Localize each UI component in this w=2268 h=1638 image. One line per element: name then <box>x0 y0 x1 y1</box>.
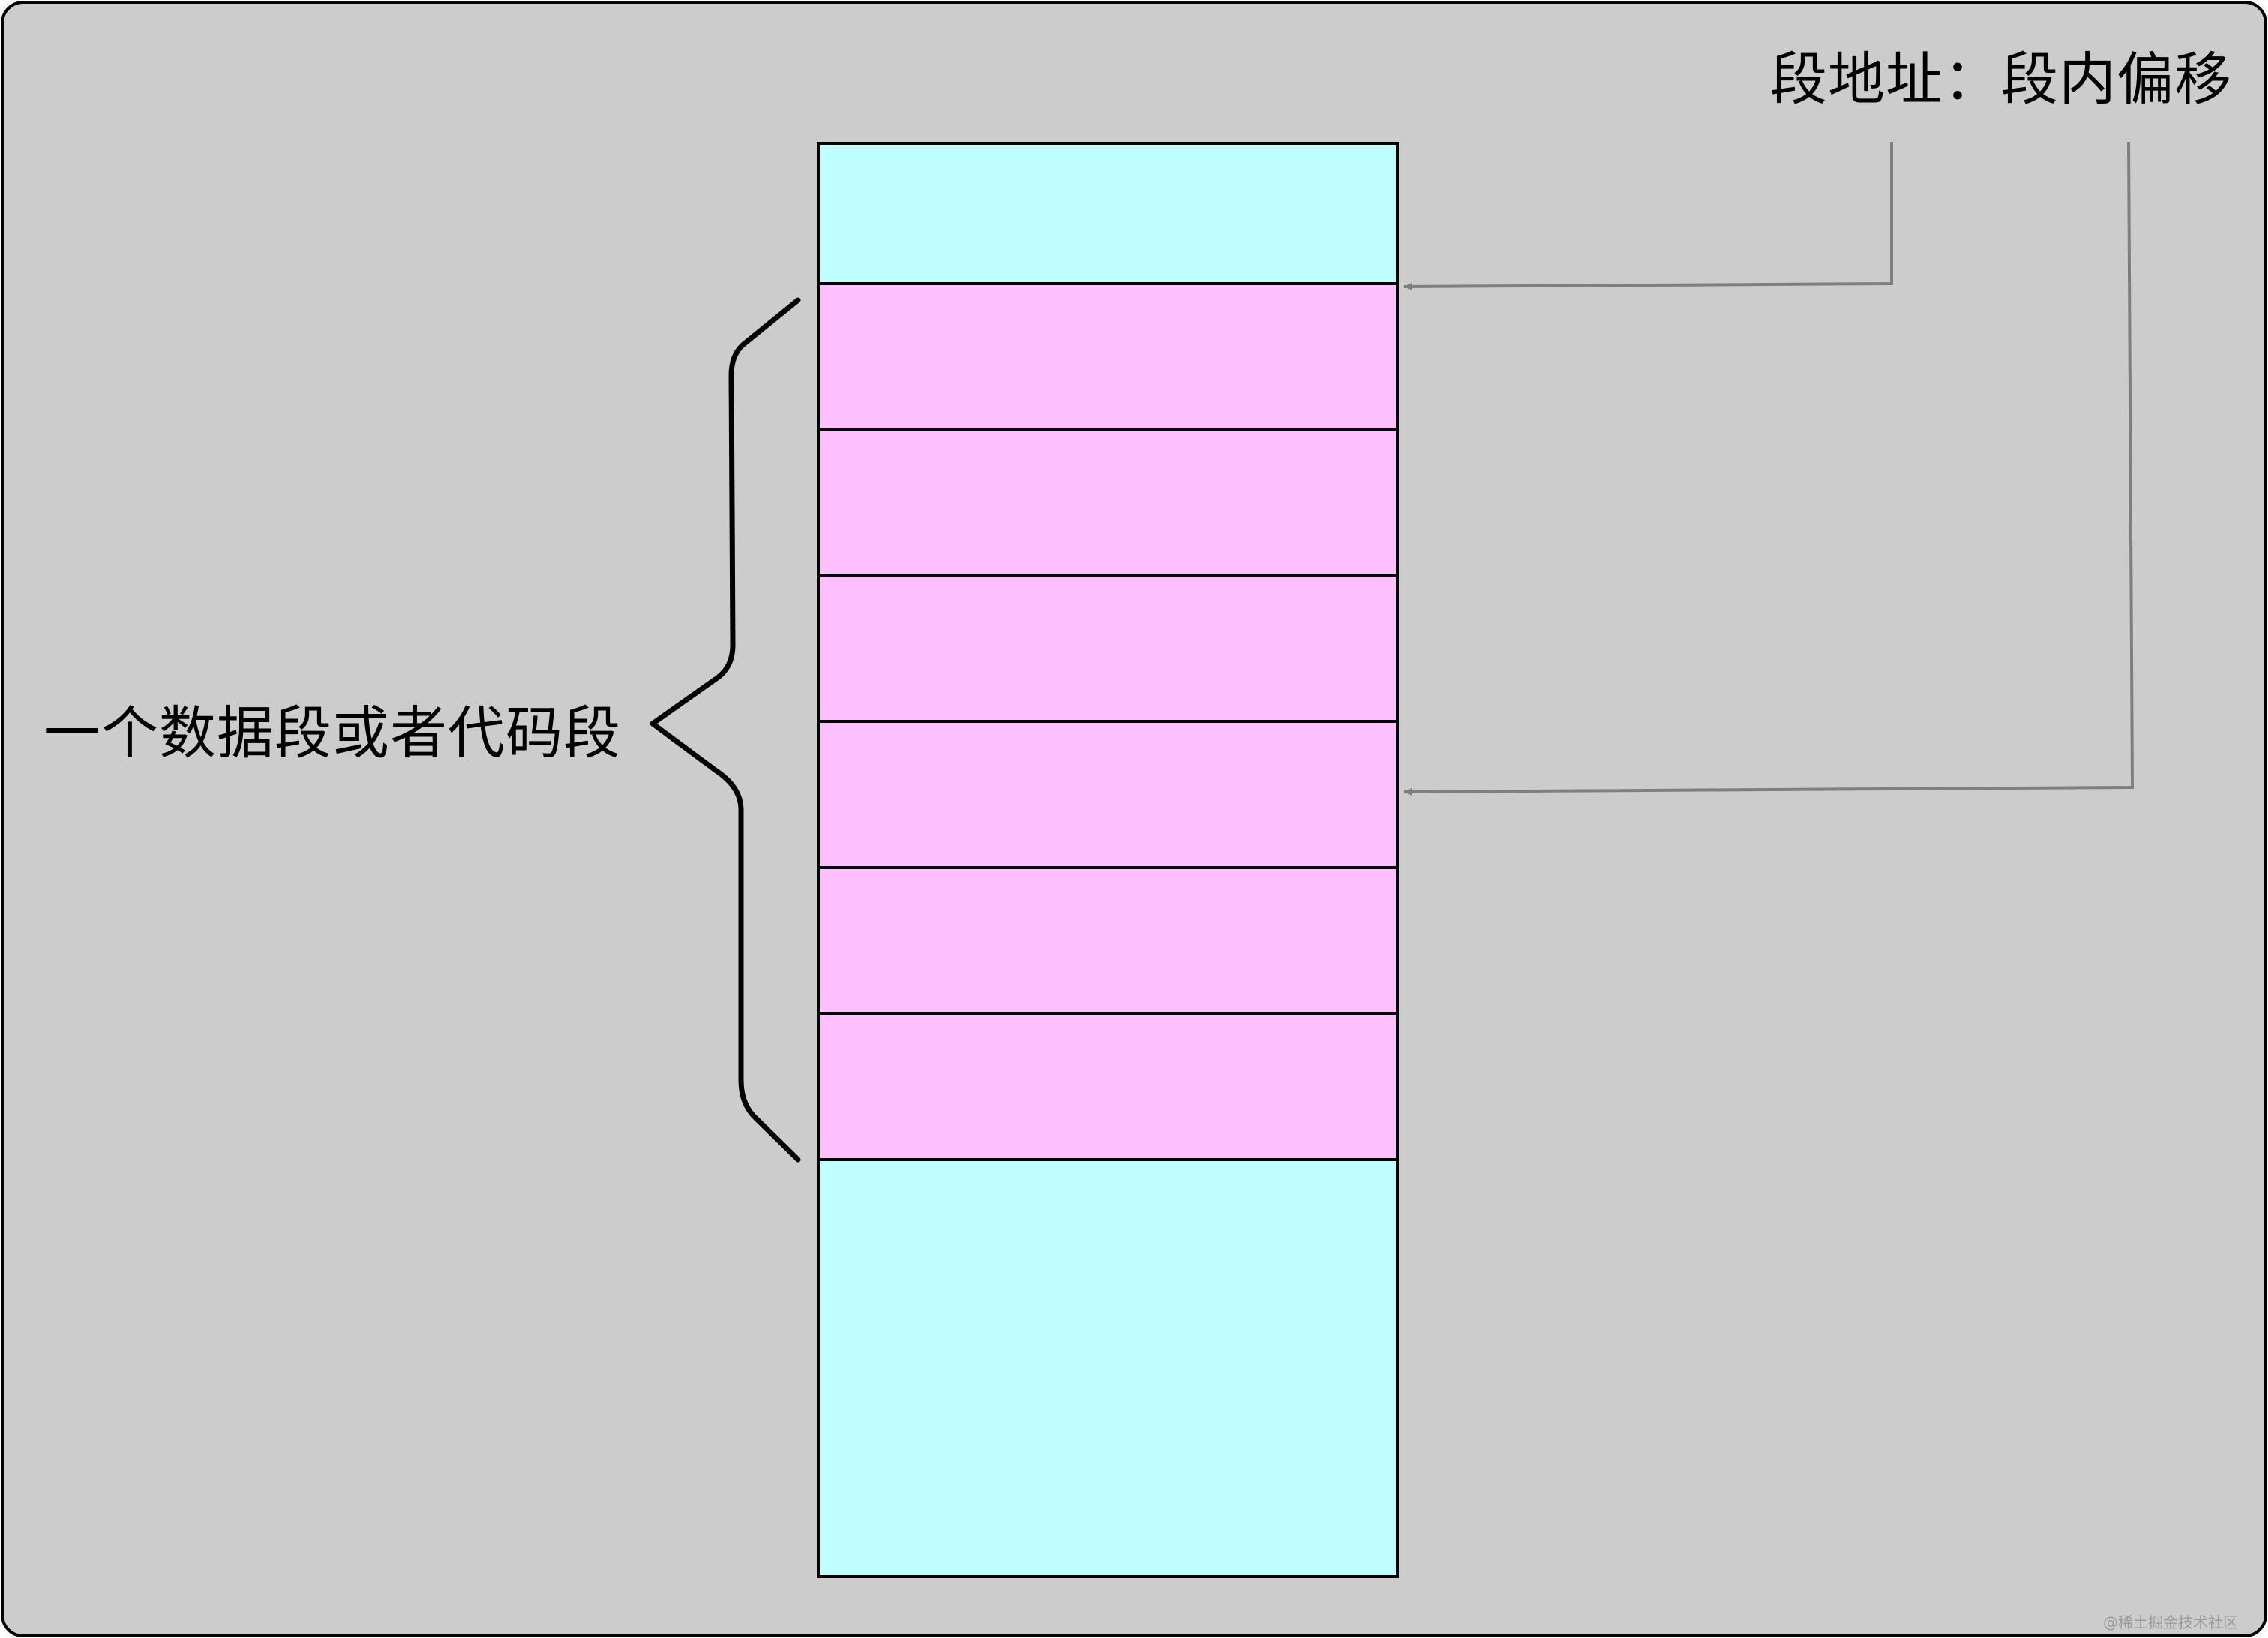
watermark: @稀土掘金技术社区 <box>2103 1613 2238 1631</box>
segment-brace <box>650 297 801 1162</box>
segment-block <box>817 720 1400 869</box>
memory-block-top <box>817 142 1400 285</box>
segment-description-label: 一个数据段或者代码段 <box>44 700 621 766</box>
memory-block-bottom <box>817 1158 1400 1578</box>
segment-block <box>817 866 1400 1015</box>
segment-block <box>817 282 1400 431</box>
segment-block <box>817 428 1400 577</box>
segment-block <box>817 574 1400 723</box>
segment-address-label: 段地址：段内偏移 <box>1770 46 2232 112</box>
segment-block <box>817 1012 1400 1161</box>
segment-address-arrow <box>1403 142 1893 290</box>
segment-offset-arrow <box>1403 142 2134 796</box>
